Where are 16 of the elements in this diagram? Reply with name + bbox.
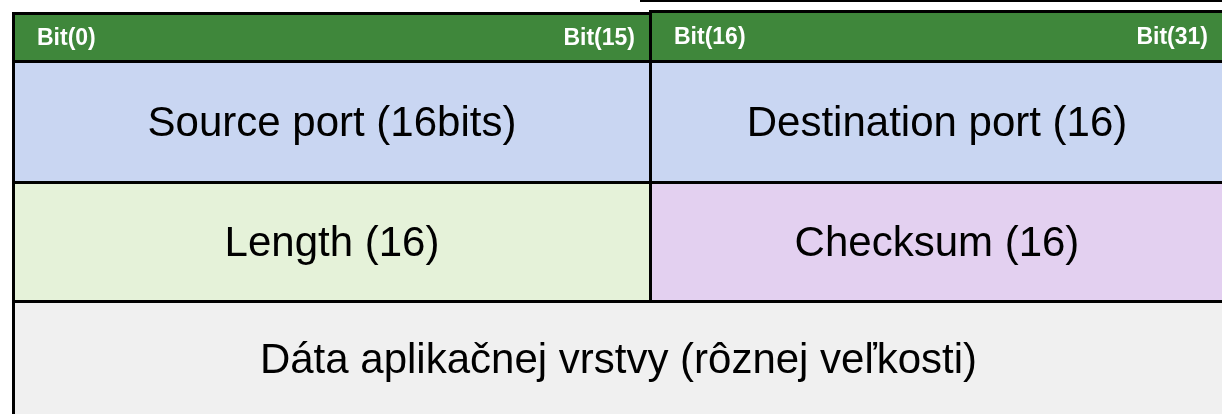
field-label: Destination port (16) [746, 98, 1128, 146]
field-label: Checksum (16) [794, 218, 1080, 266]
bit-range-header [12, 12, 652, 63]
field-label: Length (16) [224, 218, 440, 266]
field-cell [12, 181, 652, 303]
field-label: Source port (16bits) [147, 98, 517, 146]
bit-range-header [649, 10, 1222, 63]
bit-label: Bit(0) [37, 24, 96, 51]
bit-label: Bit(16) [674, 23, 746, 50]
field-cell [649, 181, 1222, 303]
bit-label: Bit(31) [1136, 23, 1208, 50]
bit-label: Bit(15) [563, 24, 635, 51]
field-cell [12, 60, 652, 184]
field-cell [12, 300, 1222, 414]
field-label: Dáta aplikačnej vrstvy (rôznej veľkosti) [259, 335, 978, 383]
field-cell [649, 60, 1222, 184]
